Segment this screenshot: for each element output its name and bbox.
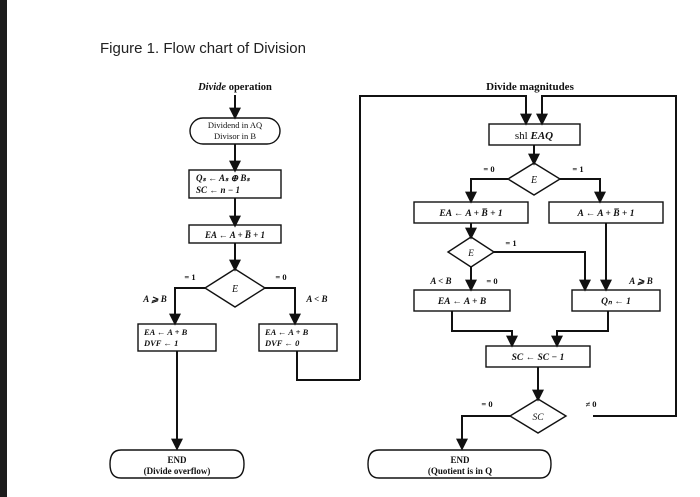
edge-rail-right-loop-into-shl [536, 95, 677, 417]
node-end-left-line2: (Divide overflow) [144, 466, 211, 476]
node-decision-sc [508, 398, 568, 434]
edge-no-overflow-to-divide-magnitudes [296, 351, 360, 381]
node-decision-e1-label: E [231, 284, 238, 295]
node-qn-box [571, 289, 661, 312]
edge-label-e3-down-value: = 0 [486, 276, 497, 286]
node-decision-e2 [506, 162, 562, 196]
node-decision-e3-label: E [467, 249, 474, 259]
edge-label-e1-left-cond: A ⩾ B [142, 294, 167, 304]
node-restore-text: EA ← A + B [437, 297, 486, 307]
node-end-right-line2: (Quotient is in Q [428, 466, 492, 476]
node-restore-box [413, 289, 511, 312]
figure-caption: Figure 1. Flow chart of Division [100, 40, 306, 57]
node-decision-sc-label: SC [532, 413, 544, 423]
right-column-heading: Divide magnitudes [486, 81, 574, 93]
left-heading-rest: operation [226, 82, 272, 93]
node-no-overflow-line1: EA ← A + B [264, 327, 309, 337]
edge-label-sc-left-value: = 0 [481, 399, 492, 409]
node-end-right-terminator [367, 449, 552, 479]
node-decision-e1 [203, 268, 267, 308]
node-qn-text: Qₙ ← 1 [601, 297, 631, 307]
node-start-line1: Dividend in AQ [208, 120, 262, 130]
node-sub-ea-text: EA ← A + B̅ + 1 [438, 208, 502, 219]
edge-e2-right-branch [560, 178, 606, 204]
edge-e2-left-branch [465, 178, 508, 204]
node-init-line2: SC ← n − 1 [196, 185, 240, 195]
node-shl-text: shl EAQ [515, 130, 553, 142]
edge-sc-zero-to-end [456, 415, 510, 451]
node-sc-decrement-text: SC ← SC − 1 [512, 353, 565, 363]
edge-label-e2-right-value: = 1 [572, 164, 583, 174]
edge-rail-left-into-shl [359, 95, 532, 380]
node-decision-e2-label: E [530, 175, 537, 186]
edge-label-e3-right-cond: A ⩾ B [628, 276, 653, 286]
node-end-left-line1: END [167, 455, 187, 465]
node-sub-line1: EA ← A + B̅ + 1 [204, 230, 265, 240]
node-overflow-line1: EA ← A + B [143, 327, 188, 337]
node-start-line2: Divisor in B [214, 131, 256, 141]
edge-e3-right-branch-to-qn [494, 251, 591, 292]
node-sub-a-text: A ← A + B̅ + 1 [577, 208, 635, 219]
left-column-heading: Divide operation [197, 82, 272, 93]
node-no-overflow-line2: DVF ← 0 [264, 338, 300, 348]
left-heading-italic: Divide [197, 82, 226, 93]
node-overflow-line2: DVF ← 1 [143, 338, 178, 348]
edge-e1-left-branch [169, 287, 205, 326]
edge-label-e1-left-value: = 1 [184, 272, 195, 282]
node-shl-prefix: shl [515, 130, 531, 142]
node-init-line1: Qₛ ← Aₛ ⊕ Bₛ [196, 173, 250, 183]
edge-label-e3-left-cond: A < B [429, 276, 451, 286]
edge-e1-right-branch [265, 287, 301, 326]
node-end-left-terminator [109, 449, 245, 479]
page-left-edge-bar [0, 0, 7, 497]
node-end-right-line1: END [450, 455, 470, 465]
edge-label-e1-right-value: = 0 [275, 272, 286, 282]
node-shl-operand: EAQ [529, 130, 553, 142]
edge-qn-to-sc-box [551, 311, 609, 348]
edge-label-e3-right-value: = 1 [505, 238, 516, 248]
edge-label-sc-right-value: ≠ 0 [585, 399, 596, 409]
edge-restore-to-sc-box [451, 311, 518, 348]
edge-label-e1-right-cond: A < B [305, 294, 327, 304]
edge-label-e2-left-value: = 0 [483, 164, 494, 174]
